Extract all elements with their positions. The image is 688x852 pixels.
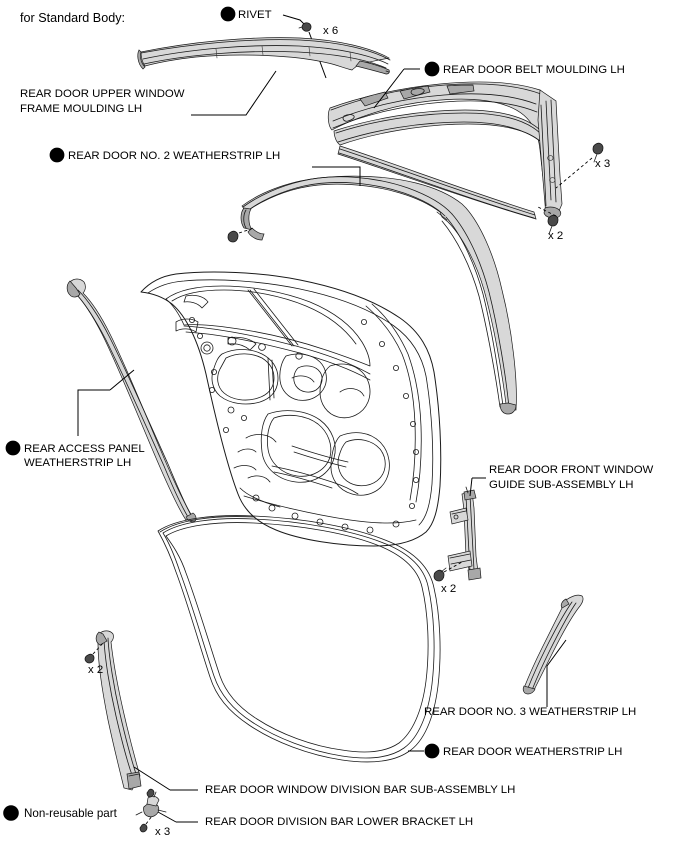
label-belt-moulding: REAR DOOR BELT MOULDING LH <box>443 64 625 76</box>
division-bar-lower-bracket-art <box>135 788 198 833</box>
qty-belt-moulding-lower: x 2 <box>548 230 563 242</box>
qty-rivet: x 6 <box>323 25 338 37</box>
qty-division-bar-lower-bracket: x 3 <box>155 826 170 838</box>
page-heading: for Standard Body: <box>20 11 125 25</box>
legend-non-reusable-part: Non-reusable part <box>24 807 118 820</box>
bullet-dot-access-panel-weatherstrip <box>5 440 21 456</box>
label-rear-door-weatherstrip: REAR DOOR WEATHERSTRIP LH <box>443 746 622 758</box>
rear-door-panel-art <box>140 271 442 547</box>
label-window-division-bar: REAR DOOR WINDOW DIVISION BAR SUB-ASSEMB… <box>205 784 515 796</box>
label-no2-weatherstrip: REAR DOOR NO. 2 WEATHERSTRIP LH <box>68 150 280 162</box>
belt-moulding-art <box>327 68 604 235</box>
label-front-window-guide-line1: REAR DOOR FRONT WINDOW <box>489 464 654 476</box>
label-front-window-guide-line2: GUIDE SUB-ASSEMBLY LH <box>489 479 634 491</box>
label-rivet: RIVET <box>238 9 272 21</box>
no3-weatherstrip-art <box>522 594 584 707</box>
label-access-panel-weatherstrip-line2: WEATHERSTRIP LH <box>24 457 131 469</box>
upper-window-frame-moulding-art <box>137 37 391 116</box>
qty-front-window-guide: x 2 <box>441 583 456 595</box>
bullet-dot-legend <box>3 805 19 821</box>
rear-access-panel-weatherstrip-art <box>66 278 197 523</box>
bullet-dot-no2-weatherstrip <box>49 147 65 163</box>
window-division-bar-art <box>84 630 198 791</box>
bullet-dot-belt-moulding <box>424 61 440 77</box>
bullet-dot-rivet <box>220 6 236 22</box>
qty-belt-moulding-upper: x 3 <box>595 158 610 170</box>
bullet-dot-rear-door-weatherstrip <box>424 743 440 759</box>
rear-door-weatherstrip-art <box>157 515 441 763</box>
label-upper-window-frame-moulding-line1: REAR DOOR UPPER WINDOW <box>20 88 185 100</box>
front-window-guide-art <box>433 477 486 582</box>
label-upper-window-frame-moulding-line2: FRAME MOULDING LH <box>20 103 142 115</box>
no2-weatherstrip-art <box>227 166 517 415</box>
label-no3-weatherstrip: REAR DOOR NO. 3 WEATHERSTRIP LH <box>424 706 636 718</box>
label-division-bar-lower-bracket: REAR DOOR DIVISION BAR LOWER BRACKET LH <box>205 816 473 828</box>
qty-window-division-bar: x 2 <box>88 664 103 676</box>
label-access-panel-weatherstrip-line1: REAR ACCESS PANEL <box>24 443 145 455</box>
